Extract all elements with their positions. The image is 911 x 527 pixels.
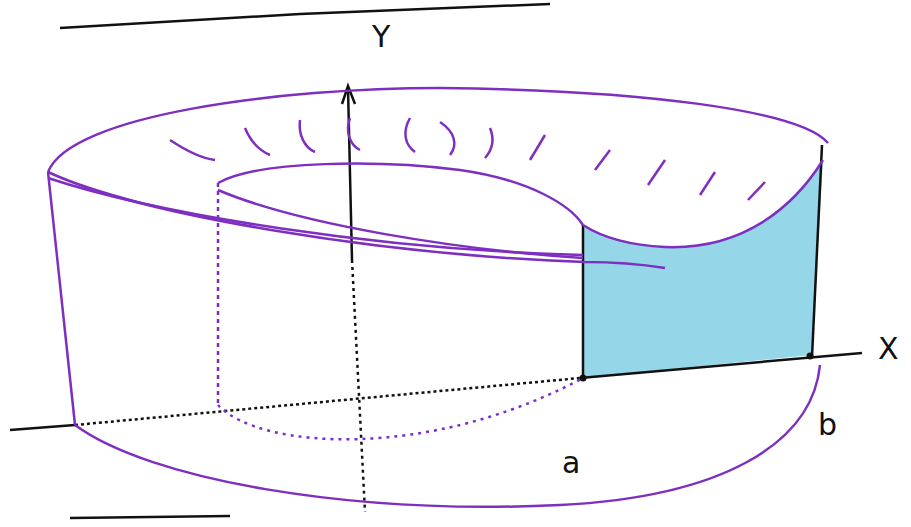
outer-bottom-rim [75,365,820,507]
outer-top-front-rim-2 [48,178,583,255]
inner-radius-edge [582,225,585,378]
inner-hidden-wall [217,183,220,405]
hatch [348,118,360,150]
cross-section-top [583,160,823,247]
axis-label: b [818,410,837,440]
hatch [485,128,492,158]
hatch [595,150,610,170]
outer-top-back-rim [48,88,828,172]
point-a [580,375,587,382]
inner-front-rim [218,190,583,258]
inner-top-rim [218,164,583,225]
axis-label: Y [372,22,390,52]
y-axis-hidden [352,260,365,512]
outer-radius-edge [812,145,822,357]
x-axis-hidden [75,378,580,425]
hatch [300,120,315,152]
axis-label: a [562,448,580,478]
inner-hidden-base [218,378,583,439]
hatch [748,182,765,200]
axis-label: X [878,334,899,364]
y-axis-arrow [342,86,355,104]
cross-section-fill [583,160,823,378]
hatch [648,160,665,185]
x-axis-left [10,425,75,430]
top-rule [60,4,550,28]
hatch [440,122,454,155]
bottom-rule [70,516,230,518]
outer-left-wall [48,172,75,425]
outer-top-front-rim [48,172,665,268]
hatch [170,140,215,160]
hatch [405,118,415,152]
hatch [530,135,545,160]
y-axis [348,88,352,260]
hatch [245,128,270,155]
point-b [807,353,814,360]
hatch [700,172,715,195]
